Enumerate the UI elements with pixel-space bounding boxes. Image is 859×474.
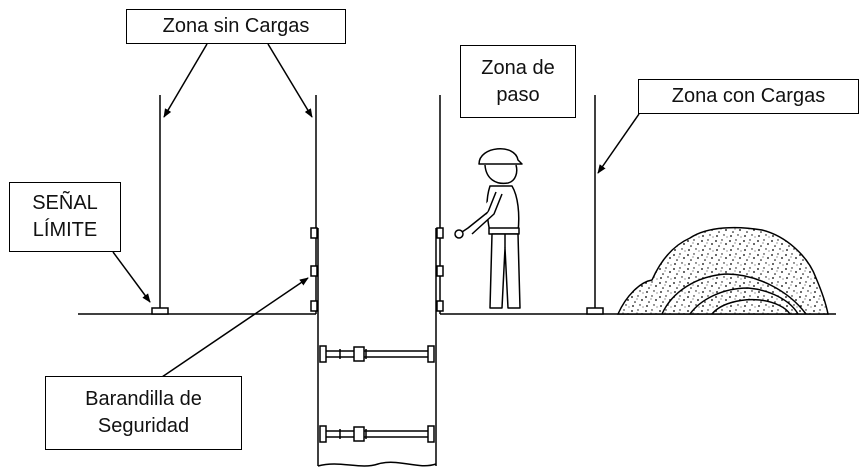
worker-figure <box>454 147 523 309</box>
gravel-pile <box>616 226 829 315</box>
barandilla-line-2: Seguridad <box>97 415 190 437</box>
zona-de-paso-line-2: paso <box>496 83 540 106</box>
limit-poles <box>151 95 604 315</box>
zona-sin-cargas-label: Zona sin Cargas <box>126 9 346 44</box>
senal-limite-line-1: SEÑAL <box>32 192 98 214</box>
zona-de-paso-line-1: Zona de <box>481 56 555 79</box>
barandilla-line-1: Barandilla de <box>85 388 202 410</box>
zona-con-cargas-label: Zona con Cargas <box>638 79 859 114</box>
zona-sin-cargas-text: Zona sin Cargas <box>162 15 310 37</box>
excavation-trench <box>310 227 444 467</box>
leader-lines <box>112 43 640 378</box>
zona-con-cargas-text: Zona con Cargas <box>671 85 826 107</box>
zona-de-paso-label: Zona de paso <box>460 45 576 118</box>
senal-limite-label: SEÑAL LÍMITE <box>9 182 121 252</box>
barandilla-label: Barandilla de Seguridad <box>45 376 242 450</box>
senal-limite-line-2: LÍMITE <box>32 219 98 241</box>
